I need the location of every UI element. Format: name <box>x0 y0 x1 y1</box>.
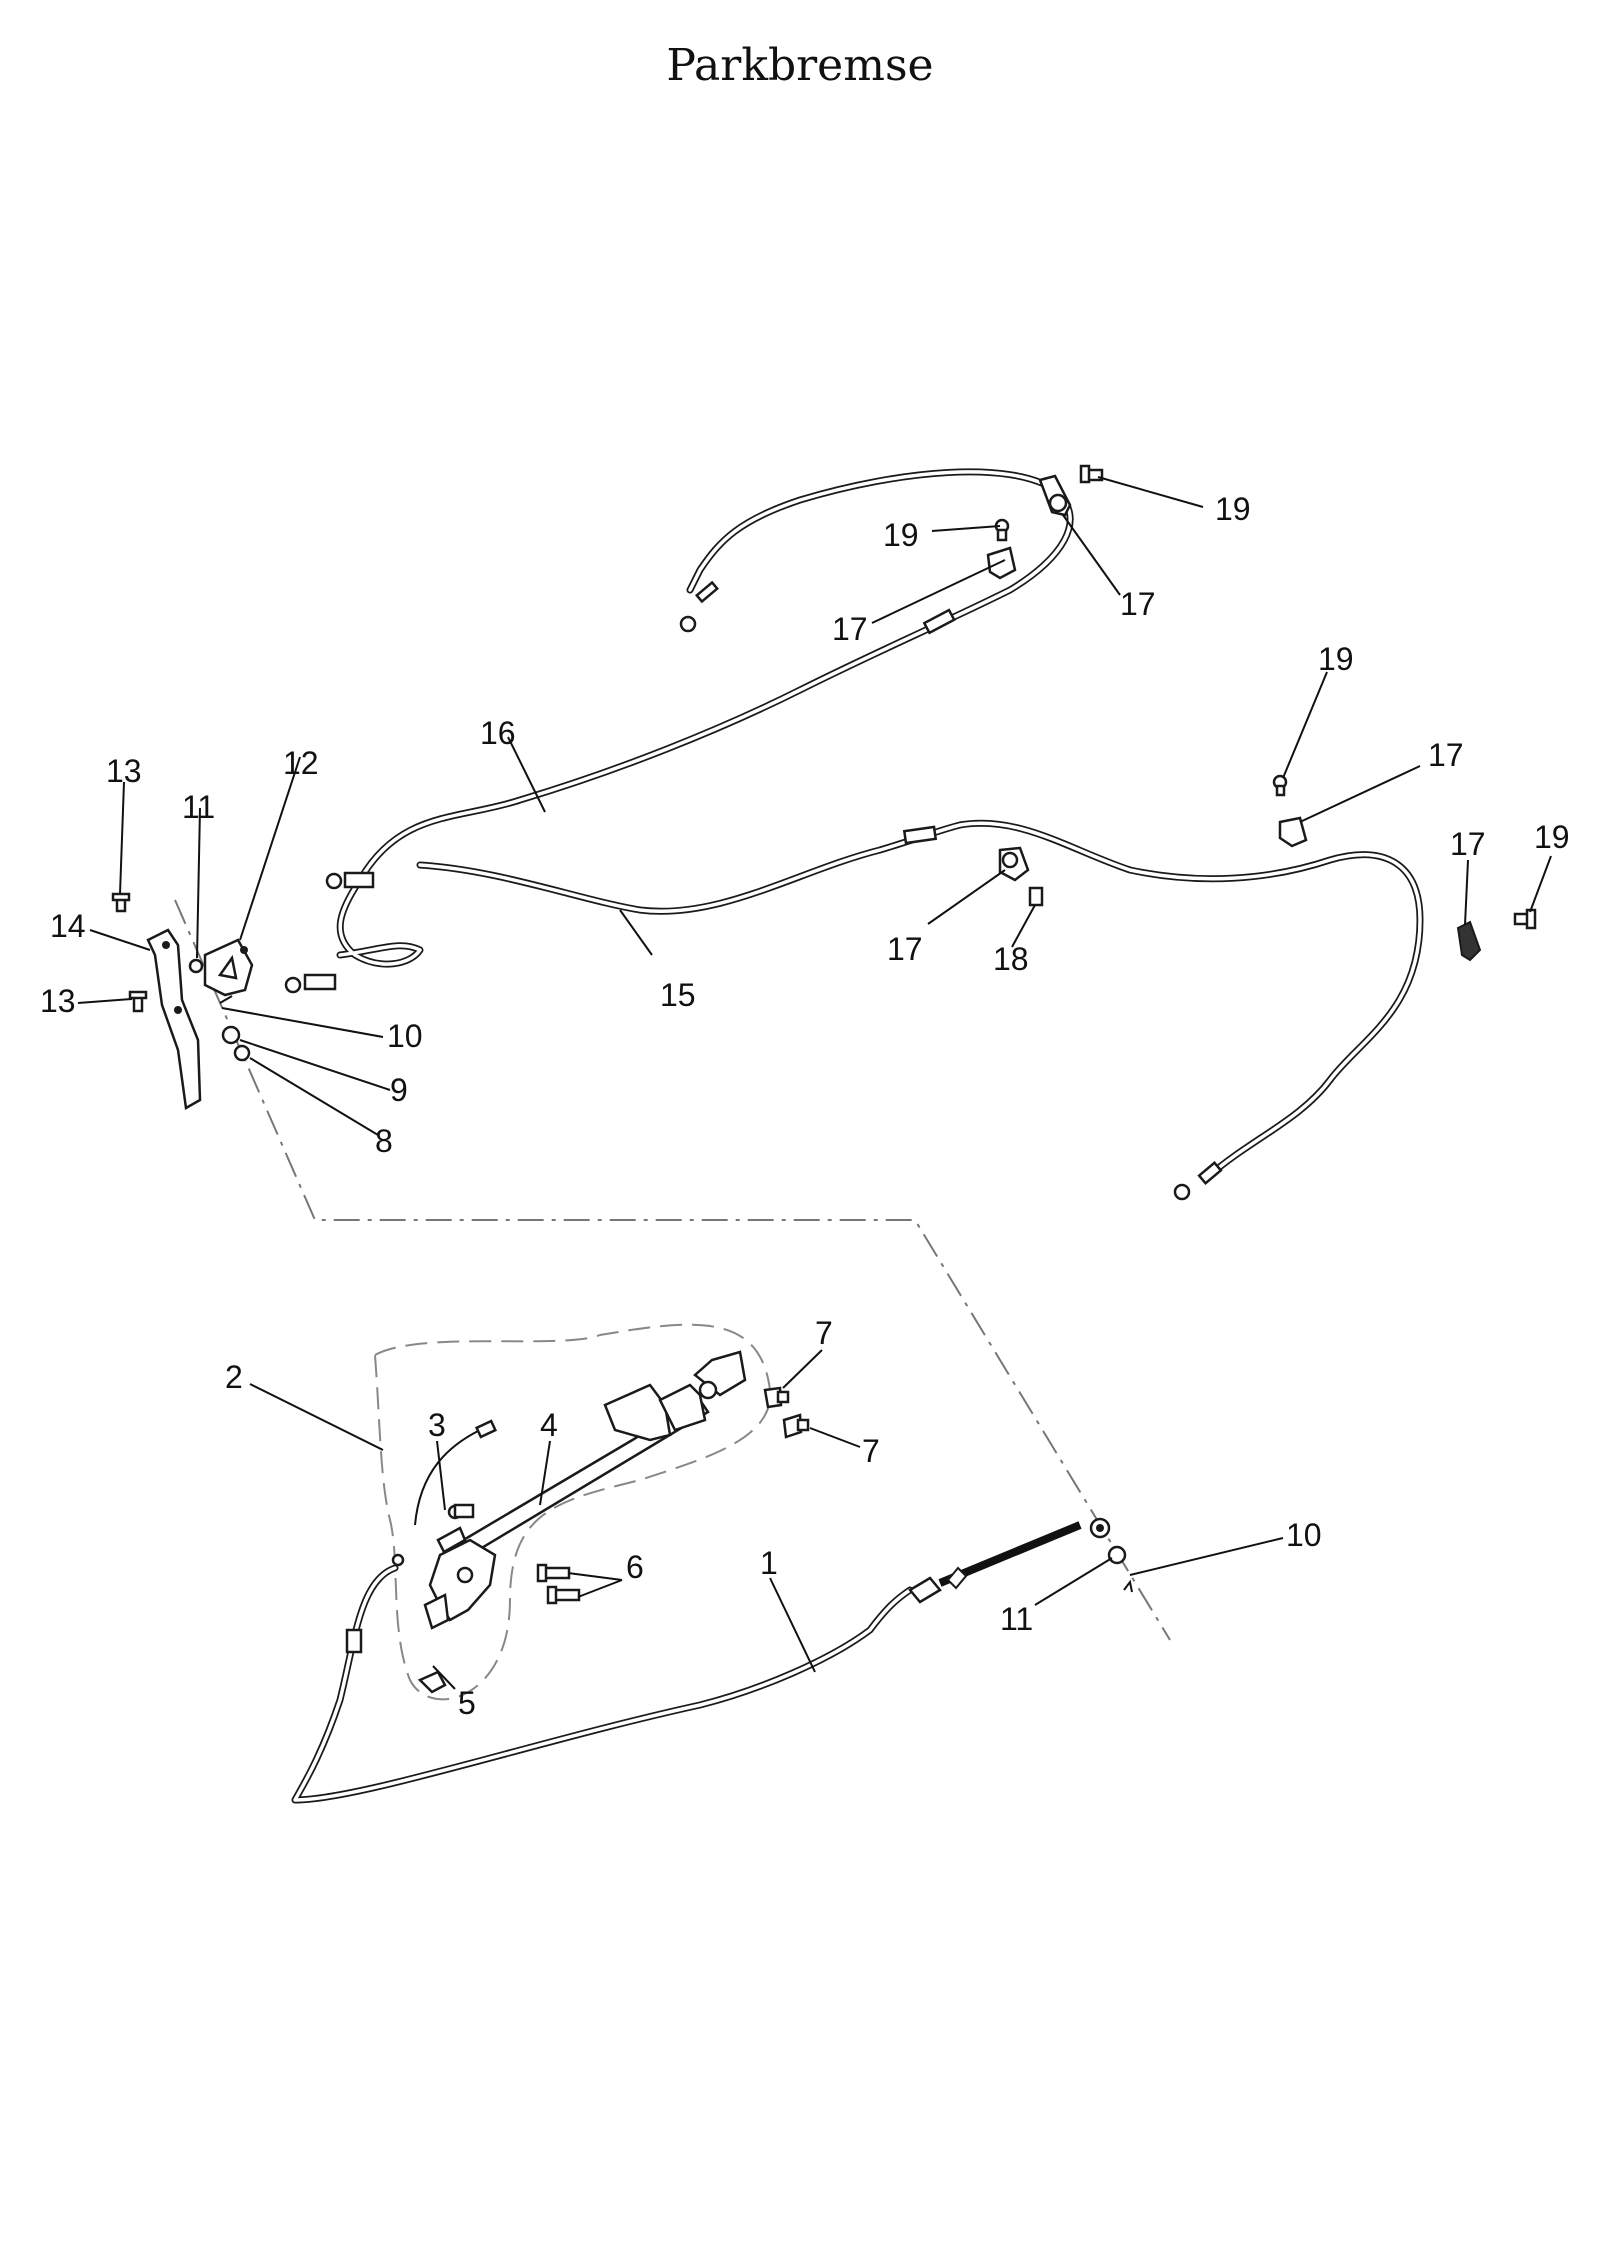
cable-15 <box>416 819 1424 1201</box>
callout-17: 17 <box>1120 586 1156 622</box>
callout-5: 5 <box>458 1685 476 1721</box>
callout-2: 2 <box>225 1359 243 1395</box>
callout-7: 7 <box>862 1433 880 1469</box>
callout-14: 14 <box>50 908 86 944</box>
callout-15: 15 <box>660 977 696 1013</box>
callout-11: 11 <box>182 789 215 825</box>
assembly-reference-lines <box>174 899 1171 1701</box>
callout-12: 12 <box>283 745 319 781</box>
callout-1: 1 <box>760 1545 778 1581</box>
callout-19: 19 <box>1534 819 1570 855</box>
callout-19: 19 <box>1215 491 1251 527</box>
callout-18: 18 <box>993 941 1029 977</box>
callout-3: 3 <box>428 1407 446 1443</box>
callout-10: 10 <box>1286 1517 1322 1553</box>
bracket-assembly <box>111 892 254 1111</box>
leader-lines <box>77 476 1552 1690</box>
callout-17: 17 <box>887 931 923 967</box>
callout-19: 19 <box>883 517 919 553</box>
callout-17: 17 <box>1428 737 1464 773</box>
callout-4: 4 <box>540 1407 558 1443</box>
callout-19: 19 <box>1318 641 1354 677</box>
callout-17: 17 <box>1450 826 1486 862</box>
page-title: Parkbremse <box>666 40 934 91</box>
callout-7: 7 <box>815 1315 833 1351</box>
cable-1 <box>291 1517 1111 1804</box>
callout-10: 10 <box>387 1018 423 1054</box>
callout-13: 13 <box>106 753 142 789</box>
parking-brake-lever-assembly <box>414 1350 747 1694</box>
callout-labels: 19 19 17 17 19 17 16 13 12 11 17 19 14 1… <box>40 491 1570 1721</box>
clamps-and-bolts <box>986 464 1537 962</box>
callout-11: 11 <box>1000 1601 1033 1637</box>
callout-8: 8 <box>375 1123 393 1159</box>
callout-17: 17 <box>832 611 868 647</box>
cable-16 <box>284 468 1074 994</box>
washer-pin-right <box>1107 1545 1133 1593</box>
callout-9: 9 <box>390 1072 408 1108</box>
callout-6: 6 <box>626 1549 644 1585</box>
bolts-7 <box>763 1386 810 1439</box>
callout-13: 13 <box>40 983 76 1019</box>
callout-16: 16 <box>480 715 516 751</box>
